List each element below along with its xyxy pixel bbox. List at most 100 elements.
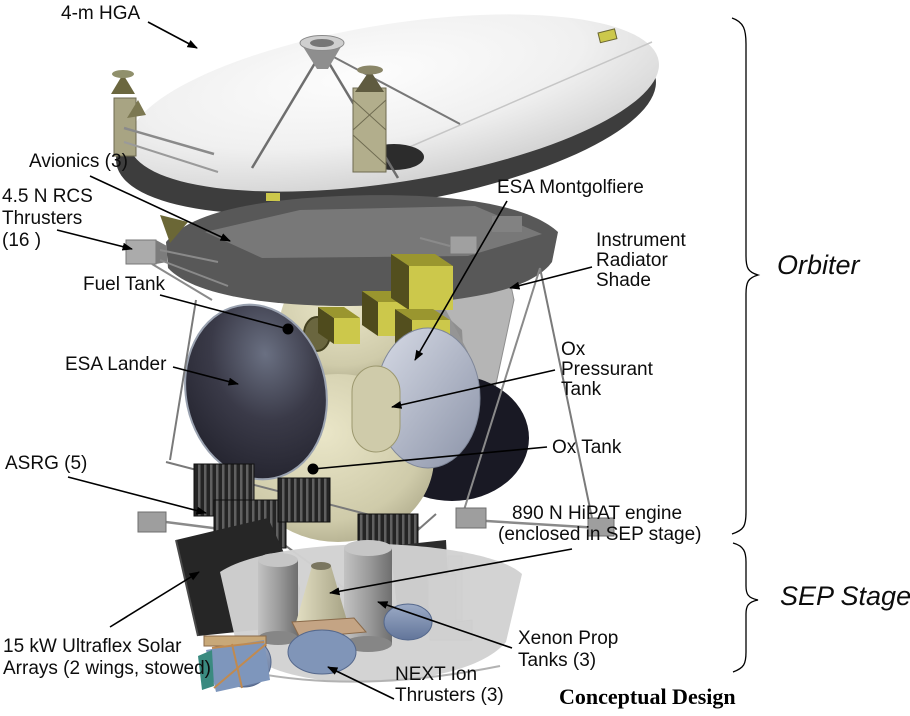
avionics-deck: [125, 193, 558, 306]
rcs-pod-right: [419, 235, 478, 255]
leader-next-ion: [327, 666, 395, 700]
orbiter-brace: [731, 17, 761, 535]
outrigger-pod: [587, 517, 615, 537]
deck-chip: [266, 193, 280, 201]
stowed-ultraflex-wing: [198, 635, 270, 692]
label-next-ion: NEXT Ion Thrusters (3): [395, 664, 504, 706]
tower-cone-cap: [357, 65, 383, 75]
label-hga: 4-m HGA: [61, 3, 140, 24]
leader-hga: [147, 21, 198, 49]
instrument-cube: [391, 254, 453, 310]
asrg-box: [277, 477, 331, 523]
cube-left-face: [391, 254, 409, 310]
label-line: 4.5 N RCS: [2, 186, 93, 207]
outrigger-pod: [455, 507, 487, 529]
label-line: ESA Lander: [65, 354, 167, 375]
solar-panel-edge: [175, 539, 199, 637]
label-line: 4-m HGA: [61, 3, 141, 24]
sep-skirt-shadow: [249, 665, 501, 683]
label-line: Ox Tank: [552, 437, 622, 458]
ion-thruster-dome: [287, 629, 357, 675]
deck-box: [492, 216, 522, 232]
leader-ox-pressurant: [391, 369, 556, 409]
label-xenon-tanks: Xenon Prop Tanks (3): [518, 628, 618, 672]
deck-left-wedge: [160, 215, 188, 243]
esa-lander-aeroshell: [184, 303, 328, 481]
label-line: Thrusters: [2, 208, 83, 229]
strut-line: [539, 267, 593, 519]
sep-stage-body: [198, 540, 522, 692]
cube-front-face: [409, 266, 453, 310]
leader-asrg: [67, 476, 207, 515]
label-line: ESA Montgolfiere: [497, 177, 644, 198]
label-rcs-thrusters: 4.5 N RCS Thrusters (16 ): [2, 186, 93, 252]
label-line: Radiator: [596, 250, 668, 271]
leader-fuel-tank: [159, 294, 289, 330]
label-line: Ox: [561, 339, 586, 360]
xenon-cylinder-bottom: [258, 631, 298, 645]
hipat-cone-throat: [311, 562, 331, 570]
dish-edge-chip: [597, 28, 618, 44]
label-line: Tank: [561, 379, 602, 400]
caption-conceptual-design: Conceptual Design: [559, 684, 736, 709]
label-radiator-shade: Instrument Radiator Shade: [596, 231, 686, 291]
cube-top-face: [395, 309, 450, 320]
dish-seam: [397, 41, 653, 153]
leader-ox-tank-dot: [307, 463, 319, 475]
label-esa-lander: ESA Lander: [65, 354, 166, 375]
rcs-pod-box: [125, 239, 157, 265]
cube-left-face: [318, 307, 334, 344]
rcs-pod-box: [449, 235, 478, 255]
hga-dish-assembly: [111, 14, 659, 215]
wing-truss: [211, 641, 265, 649]
left-tower-cone2: [127, 100, 146, 118]
tripod-leg: [329, 54, 461, 125]
ox-pressurant-capsule: [351, 365, 401, 453]
strut-line: [159, 259, 229, 287]
instrument-cube: [318, 307, 360, 344]
strut-line: [169, 299, 197, 461]
label-line: 890 N HiPAT engine: [511, 503, 683, 524]
xenon-cylinder-top: [344, 540, 392, 556]
label-ox-tank: Ox Tank: [552, 437, 621, 458]
cube-top-face: [391, 254, 453, 266]
hipat-cone: [295, 566, 348, 626]
wing-teal: [198, 650, 214, 690]
label-line: NEXT Ion: [395, 664, 478, 685]
leader-rcs: [56, 229, 133, 251]
grouping-braces: [731, 17, 761, 673]
leader-lines: [56, 21, 593, 700]
leader-ox-tank: [312, 446, 548, 470]
leader-montgolfiere: [414, 200, 508, 361]
group-label-sep-stage: SEP Stage: [780, 581, 910, 611]
ion-thruster-dome: [383, 603, 433, 641]
strut-line: [151, 263, 213, 301]
label-line: Tanks (3): [518, 650, 597, 671]
center-tower: [352, 87, 387, 173]
outrigger-pod: [137, 511, 167, 533]
xenon-cylinder: [258, 560, 298, 638]
label-line: Pressurant: [561, 359, 653, 380]
wing-truss: [213, 643, 267, 689]
outrigger-boom: [469, 518, 601, 530]
label-line: Fuel Tank: [83, 274, 166, 295]
cube-top-face: [318, 307, 360, 318]
leader-xenon: [377, 601, 513, 649]
left-tower-cap: [112, 70, 134, 78]
label-fuel-tank: Fuel Tank: [83, 274, 165, 295]
leader-hipat: [329, 548, 573, 596]
label-solar-arrays: 15 kW Ultraflex Solar Arrays (2 wings, s…: [3, 636, 211, 680]
label-line: (enclosed in SEP stage): [498, 524, 702, 545]
dish-surface: [129, 14, 659, 192]
tower-brace: [352, 99, 387, 131]
rcs-pod-left: [125, 239, 229, 301]
strut-line: [463, 267, 541, 511]
leader-solar: [109, 571, 200, 628]
label-line: (16 ): [2, 230, 42, 251]
label-line: Shade: [596, 270, 651, 291]
label-montgolfiere: ESA Montgolfiere: [497, 177, 644, 198]
leader-fuel-tank-dot: [282, 323, 294, 335]
feed-dish-inner: [310, 39, 334, 47]
